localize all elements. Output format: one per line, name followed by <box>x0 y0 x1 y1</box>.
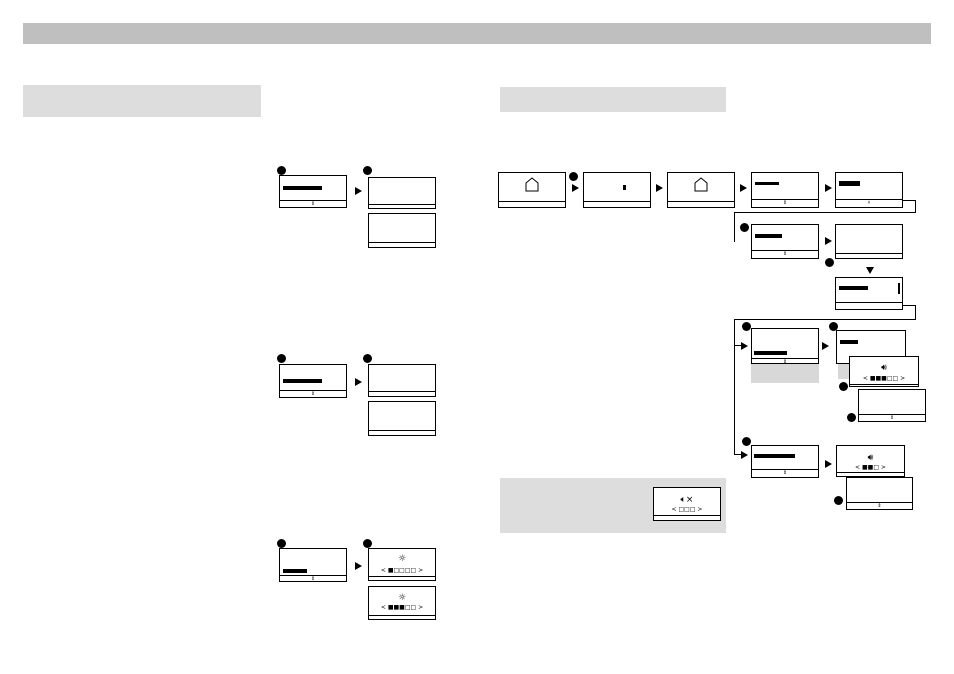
volume-slider: < □□□ > <box>671 506 703 513</box>
arrow-right-icon <box>741 342 748 350</box>
step-marker <box>825 258 834 267</box>
highlight-bar <box>755 182 779 185</box>
volume-slider: < ■■□ > <box>855 464 886 471</box>
top-header-bar <box>23 23 931 44</box>
scroll-updown-icon: ⇕ <box>782 470 788 476</box>
scroll-updown-icon: ⇕ <box>877 503 882 509</box>
highlight-bar <box>283 379 322 383</box>
result-screen <box>368 177 436 209</box>
menu-screen: ⇕ <box>279 364 347 398</box>
volume-slider: < ■■■□□ > <box>862 375 906 382</box>
step-marker <box>277 354 286 363</box>
arrow-right-icon <box>825 237 832 245</box>
home-icon <box>694 177 708 192</box>
step-marker <box>363 354 372 363</box>
step-marker <box>277 166 286 175</box>
result-screen <box>368 401 436 436</box>
arrow-down-icon <box>866 267 874 274</box>
arrow-right-icon <box>572 184 579 192</box>
home-screen <box>667 172 735 208</box>
volume-screen: 🔊︎ < ■■□ > <box>836 445 905 477</box>
highlight-bar <box>839 181 860 186</box>
scroll-updown-icon: ⇕ <box>310 201 316 207</box>
arrow-right-icon <box>355 187 362 195</box>
step-marker <box>847 413 856 422</box>
mute-icon: 🔈︎× <box>680 495 694 505</box>
mute-screen: 🔈︎× < □□□ > <box>653 487 721 521</box>
result-screen <box>835 224 903 259</box>
highlight-bar <box>755 234 782 238</box>
brightness-icon: ☼ <box>397 554 407 564</box>
step-marker <box>829 322 838 331</box>
menu-screen: ⇕ <box>279 548 347 582</box>
arrow-right-icon <box>741 451 748 459</box>
right-section-heading-box <box>500 87 726 112</box>
highlight-bar <box>754 351 787 355</box>
home-icon <box>525 177 539 192</box>
step-marker <box>834 496 843 505</box>
menu-screen: ⇕ <box>751 445 819 478</box>
highlight-bar <box>283 186 322 190</box>
highlight-bar <box>754 454 795 458</box>
step-marker <box>740 223 749 232</box>
arrow-right-icon <box>656 184 663 192</box>
menu-screen <box>835 277 903 310</box>
arrow-right-icon <box>355 378 362 386</box>
step-marker <box>363 166 372 175</box>
highlight-bar <box>283 569 307 573</box>
brightness-slider: < ■■■□□ > <box>380 604 424 611</box>
result-screen: ⇕ <box>846 477 913 510</box>
result-screen <box>368 213 436 248</box>
brightness-screen: ☼ < ■■■□□ > <box>368 586 436 620</box>
menu-screen: ⇕ <box>751 224 819 259</box>
step-marker <box>363 539 372 548</box>
brightness-screen: ☼ < ■□□□□ > <box>368 548 436 581</box>
result-screen <box>368 364 436 397</box>
menu-screen: ˄ <box>835 172 903 208</box>
scroll-up-icon: ˄ <box>867 200 871 206</box>
step-marker <box>742 322 751 331</box>
brightness-slider: < ■□□□□ > <box>380 567 424 574</box>
arrow-right-icon <box>825 460 832 468</box>
highlight-bar <box>839 286 868 290</box>
home-screen <box>498 172 566 208</box>
volume-screen: 🔊︎ < ■■■□□ > <box>849 356 919 387</box>
scroll-updown-icon: ⇕ <box>310 391 316 397</box>
step-marker <box>277 539 286 548</box>
scroll-updown-icon: ⇕ <box>310 576 316 582</box>
scroll-updown-icon: ⇕ <box>782 200 788 206</box>
step-marker <box>742 437 751 446</box>
arrow-right-icon <box>822 342 829 350</box>
scrollbar <box>898 283 900 294</box>
arrow-right-icon <box>825 184 832 192</box>
speaker-icon: 🔊︎ <box>881 363 887 373</box>
arrow-right-icon <box>740 184 747 192</box>
highlight-bar <box>840 340 858 344</box>
step-marker <box>569 172 578 181</box>
brightness-icon: ☼ <box>397 593 407 603</box>
cursor-mark <box>623 185 626 190</box>
arrow-right-icon <box>355 562 362 570</box>
scroll-updown-icon: ⇕ <box>782 251 788 257</box>
screen <box>583 172 651 208</box>
menu-screen: ⇕ <box>751 172 819 208</box>
menu-screen: ⇕ <box>279 175 347 208</box>
scroll-updown-icon: ⇕ <box>782 359 788 365</box>
result-screen: ⇕ <box>858 389 926 422</box>
scroll-updown-icon: ⇕ <box>889 415 895 421</box>
step-marker <box>839 382 848 391</box>
left-section-heading-box <box>23 85 261 117</box>
speaker-icon: 🔊︎ <box>867 453 874 463</box>
menu-screen: ⇕ <box>751 328 819 365</box>
